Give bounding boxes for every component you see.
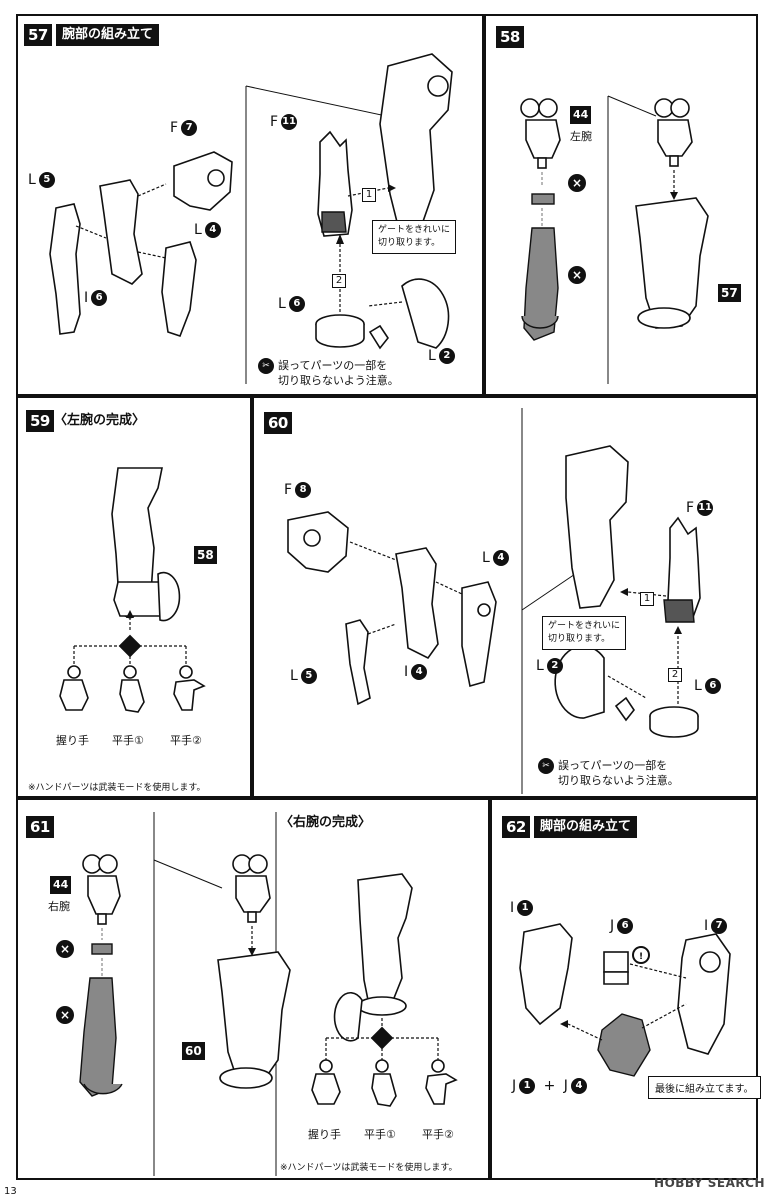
step-60-diagram (287, 408, 701, 794)
gate-callout: ゲートをきれいに 切り取ります。 (542, 616, 627, 650)
step-61-panel: 61 44 右腕 × × 60 〈右腕の完成〉 握り手 平手① 平手② ※ハンド… (16, 798, 490, 1180)
part-tag-44: 44 (570, 106, 592, 124)
hand-label-flat-2: 平手② (422, 1128, 454, 1141)
remove-x-icon-2: × (568, 266, 586, 284)
remove-x-icon-1: × (568, 174, 586, 192)
assemble-last-callout: 最後に組み立てます。 (648, 1076, 761, 1099)
order-box-1: 1 (640, 592, 654, 606)
order-box-2: 2 (668, 668, 682, 682)
order-box-1: 1 (362, 188, 376, 202)
completion-title: 〈右腕の完成〉 (280, 815, 372, 830)
order-box-2: 2 (332, 274, 346, 288)
nipper-warning-icon: ✂ (538, 758, 554, 774)
remove-x-icon-1: × (56, 940, 74, 958)
step-58-panel: 58 44 左腕 × × 57 (484, 14, 758, 396)
step-62-diagram (519, 923, 731, 1077)
watermark: HOBBY SEARCH (654, 1176, 765, 1190)
step-number: 60 (264, 412, 292, 434)
step-number: 61 (26, 816, 54, 838)
warning-note: ✂ 誤ってパーツの一部を 切り取らないよう注意。 (258, 358, 399, 388)
page-number: 13 (4, 1186, 17, 1197)
hand-label-flat-1: 平手① (112, 734, 144, 747)
step-number: 59 (26, 410, 54, 432)
remove-x-icon-2: × (56, 1006, 74, 1024)
left-arm-label: 左腕 (570, 130, 592, 143)
step-59-panel: 59 〈左腕の完成〉 58 握り手 平手① 平手② ※ハンドパーツは武装モードを… (16, 396, 252, 798)
part-tag-58: 58 (194, 546, 217, 564)
part-tag-44: 44 (50, 876, 72, 894)
hand-label-fist: 握り手 (308, 1128, 341, 1141)
step-58-diagram (520, 95, 709, 384)
hand-label-flat-2: 平手② (170, 734, 202, 747)
step-number: 58 (496, 26, 524, 48)
step-57-diagram (49, 53, 453, 384)
step-title: 脚部の組み立て (534, 816, 638, 838)
step-number: 57 (24, 24, 52, 46)
step-title: 腕部の組み立て (56, 24, 160, 46)
step-59-diagram (59, 467, 206, 713)
step-title: 〈左腕の完成〉 (54, 413, 146, 428)
gate-callout: ゲートをきれいに 切り取ります。 (372, 220, 457, 254)
step-61-diagram (79, 812, 458, 1176)
step-number: 62 (502, 816, 530, 838)
right-arm-label: 右腕 (48, 900, 70, 913)
part-tag-57: 57 (718, 284, 741, 302)
nipper-warning-icon: ✂ (258, 358, 274, 374)
hand-parts-note: ※ハンドパーツは武装モードを使用します。 (280, 1163, 458, 1173)
caution-icon: ! (632, 946, 650, 964)
hand-parts-note: ※ハンドパーツは武装モードを使用します。 (28, 783, 206, 793)
hand-label-fist: 握り手 (56, 734, 89, 747)
warning-note: ✂ 誤ってパーツの一部を 切り取らないよう注意。 (538, 758, 679, 788)
hand-label-flat-1: 平手① (364, 1128, 396, 1141)
part-tag-60: 60 (182, 1042, 205, 1060)
